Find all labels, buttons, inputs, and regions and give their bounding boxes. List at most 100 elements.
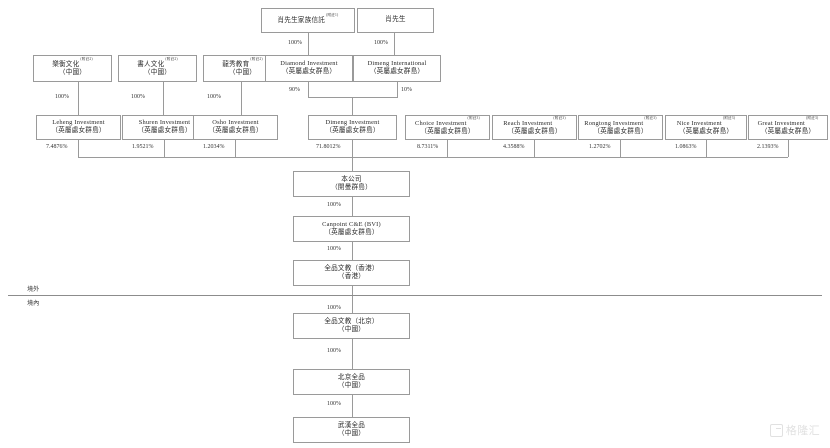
node-shuren-culture-line1: 書人文化(附註2)	[137, 57, 178, 68]
node-mr-xiao: 肖先生	[357, 8, 434, 33]
pct-shuren-culture: 100%	[131, 94, 145, 100]
node-beijing-quanpin-line2: （中國）	[337, 382, 366, 389]
pct-hk-bj: 100%	[327, 305, 341, 311]
node-rongtong-investment-line2: （英屬處女群島）	[593, 127, 648, 135]
label-offshore: 境外	[27, 286, 40, 293]
connector-shuren-inv-down	[164, 140, 165, 157]
square-logo-icon	[769, 423, 783, 437]
node-quanpin-bj-line1: 全品文教（北京）	[324, 317, 379, 325]
node-trust-line1: 肖先生家族信託(附註1)	[277, 13, 339, 24]
node-longxiu-edu-line2: （中國）	[228, 69, 257, 77]
node-leheng-culture: 樂衡文化(附註2) （中國）	[33, 55, 112, 82]
pct-leheng-investment: 7.4876%	[46, 144, 68, 150]
pct-choice-investment: 8.7311%	[417, 144, 439, 150]
connector-canpoint-hk	[352, 242, 353, 260]
node-company-line2: （開曼群島）	[331, 184, 372, 191]
note-marker: (附註3)	[467, 116, 480, 121]
connector-leheng-inv-down	[78, 140, 79, 157]
node-quanpin-hk-line2: （香港）	[337, 273, 366, 280]
connector-dimeng-inv-down	[352, 140, 353, 157]
node-shuren-investment: Shuren Investment （英屬處女群島）	[122, 115, 207, 140]
node-nice-investment: Nice Investment(附註3) （英屬處女群島）	[665, 115, 747, 140]
watermark: 格隆汇	[769, 422, 820, 438]
node-quanpin-bj: 全品文教（北京） （中國）	[293, 313, 410, 339]
connector-shuren-culture-down	[163, 82, 164, 115]
node-reach-investment: Reach Investment(附註3) （英屬處女群島）	[492, 115, 577, 140]
connector-hk-bj	[352, 286, 353, 313]
node-canpoint-bvi-line2: （英屬處女群島）	[324, 228, 379, 236]
node-wuhan-quanpin: 武漢全品 （中國）	[293, 417, 410, 443]
connector-trust-diamond	[308, 33, 309, 55]
connector-ownership-bus	[78, 157, 788, 158]
pct-company-canpoint: 100%	[327, 202, 341, 208]
pct-great-investment: 2.1393%	[757, 144, 779, 150]
connector-xiao-dimeng-intl	[394, 33, 395, 55]
note-marker: (附註2)	[165, 57, 178, 62]
node-diamond-investment: Diamond Investment （英屬處女群島）	[265, 55, 353, 82]
connector-leheng-culture-down	[78, 82, 79, 115]
connector-choice-inv-down	[447, 140, 448, 157]
connector-bus-to-company	[352, 157, 353, 171]
connector-merge-to-dimeng-inv	[352, 97, 353, 115]
node-wuhan-quanpin-line2: （中國）	[337, 430, 366, 437]
node-nice-investment-line2: （英屬處女群島）	[678, 127, 734, 135]
node-dimeng-investment-line1: Dimeng Investment	[325, 119, 380, 127]
note-marker: (附註2)	[250, 57, 263, 62]
node-nice-investment-line1: Nice Investment(附註3)	[676, 116, 736, 127]
connector-company-canpoint	[352, 197, 353, 216]
node-dimeng-international-line1: Dimeng International	[367, 60, 427, 68]
note-marker: (附註3)	[644, 116, 657, 121]
connector-great-inv-down	[788, 140, 789, 157]
connector-osho-inv-down	[235, 140, 236, 157]
connector-dimeng-intl-down	[397, 82, 398, 97]
node-shuren-culture: 書人文化(附註2) （中國）	[118, 55, 197, 82]
pct-xiao-dimeng-intl: 100%	[374, 40, 388, 46]
pct-trust-diamond: 100%	[288, 40, 302, 46]
pct-reach-investment: 4.3588%	[503, 144, 525, 150]
pct-nice-investment: 1.0863%	[675, 144, 697, 150]
connector-reach-inv-down	[534, 140, 535, 157]
node-beijing-quanpin-line1: 北京全品	[337, 373, 366, 381]
pct-leheng-culture: 100%	[55, 94, 69, 100]
node-mr-xiao-line1: 肖先生	[385, 16, 406, 24]
node-dimeng-investment-line2: （英屬處女群島）	[325, 127, 380, 135]
watermark-text: 格隆汇	[785, 425, 820, 437]
note-marker: (附註1)	[326, 13, 339, 18]
connector-beijing-wuhan	[352, 395, 353, 417]
note-marker: (附註3)	[806, 116, 819, 121]
node-shuren-investment-line2: （英屬處女群島）	[137, 127, 192, 135]
jurisdiction-divider	[8, 295, 822, 296]
connector-diamond-down	[308, 82, 309, 97]
node-canpoint-bvi-line1: Canpoint C&E (BVI)	[322, 220, 381, 228]
node-dimeng-international-line2: （英屬處女群島）	[369, 68, 425, 76]
node-osho-investment: Osho Investment （英屬處女群島）	[193, 115, 278, 140]
pct-beijing-wuhan: 100%	[327, 401, 341, 407]
node-choice-investment-line2: （英屬處女群島）	[420, 127, 475, 135]
pct-rongtong-investment: 1.2702%	[589, 144, 611, 150]
note-marker: (附註3)	[553, 116, 566, 121]
pct-bj-beijing: 100%	[327, 348, 341, 354]
pct-osho-investment: 1.2034%	[203, 144, 225, 150]
node-leheng-investment-line2: （英屬處女群島）	[51, 127, 106, 135]
pct-shuren-investment: 1.9521%	[132, 144, 154, 150]
node-reach-investment-line2: （英屬處女群島）	[507, 127, 562, 135]
node-diamond-investment-line1: Diamond Investment	[280, 60, 338, 68]
node-quanpin-bj-line2: （中國）	[337, 326, 366, 333]
connector-bj-beijing	[352, 339, 353, 369]
node-osho-investment-line1: Osho Investment	[212, 119, 259, 127]
node-leheng-investment-line1: Leheng Investment	[52, 119, 105, 127]
node-dimeng-international: Dimeng International （英屬處女群島）	[353, 55, 441, 82]
node-great-investment: Great Investment(附註3) （英屬處女群島）	[748, 115, 828, 140]
node-company-line1: 本公司	[341, 175, 362, 183]
connector-nice-inv-down	[706, 140, 707, 157]
node-longxiu-edu-line1: 龍秀教育(附註2)	[222, 57, 263, 68]
node-wuhan-quanpin-line1: 武漢全品	[337, 421, 366, 429]
pct-diamond-to-dimeng: 90%	[289, 87, 300, 93]
node-rongtong-investment-line1: Rongtong Investment(附註3)	[584, 116, 657, 127]
pct-dimeng-investment: 71.8012%	[316, 144, 341, 150]
node-shuren-investment-line1: Shuren Investment	[138, 119, 191, 127]
connector-merge-bus	[308, 97, 398, 98]
label-onshore: 境內	[27, 300, 40, 307]
node-shuren-culture-line2: （中國）	[143, 69, 172, 77]
